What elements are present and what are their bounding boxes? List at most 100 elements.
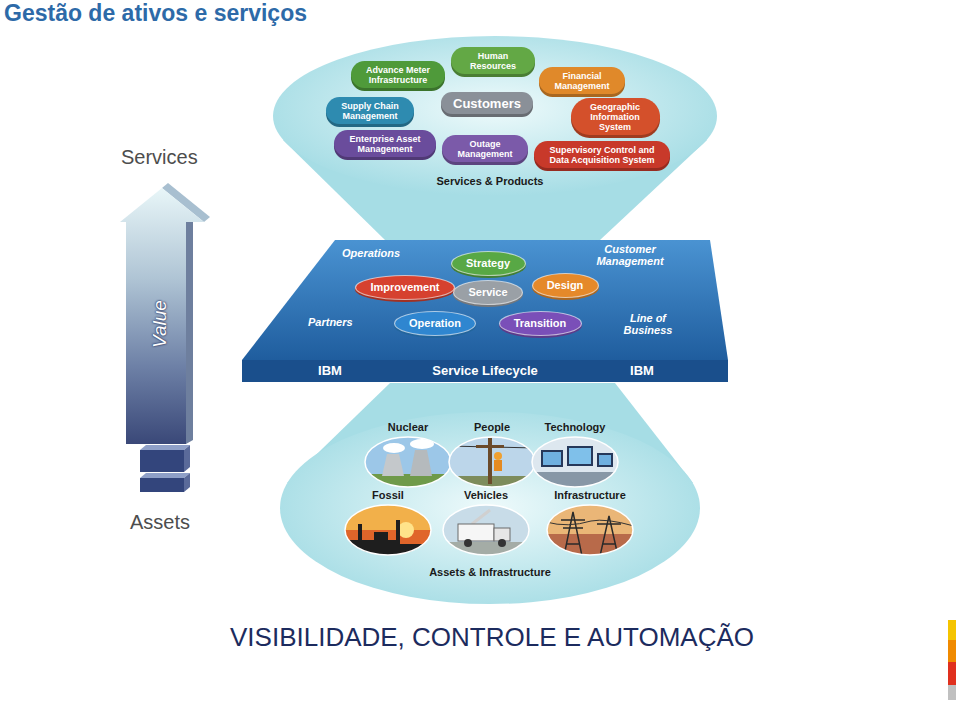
piece-body — [454, 280, 523, 304]
tile-picture-part — [364, 436, 452, 488]
tile-picture-part — [597, 453, 613, 467]
tile-picture-border — [365, 437, 451, 487]
asset-tile: Vehicles — [438, 488, 534, 556]
bubble-body — [442, 135, 528, 162]
tile-picture-part — [599, 455, 611, 465]
tile-picture-part — [398, 522, 414, 538]
tile-picture-part — [488, 438, 492, 484]
tile-picture-part — [546, 534, 634, 556]
asset-tile: Nuclear — [360, 420, 456, 488]
tile-picture-part — [472, 510, 490, 524]
lifecycle-piece: Operation — [394, 310, 476, 337]
lifecycle-piece: Strategy — [451, 250, 526, 277]
platform-label: Partners — [308, 316, 353, 328]
node-text: Supervisory Control and Data Acquisition… — [548, 146, 656, 165]
arrow-head — [120, 188, 204, 222]
node-text: Financial Management — [553, 72, 611, 91]
tile-picture-part — [442, 504, 530, 556]
arrow-shaft — [126, 221, 186, 444]
service-bubble: Financial Management — [539, 67, 625, 97]
page-title: Gestão de ativos e serviços — [4, 0, 307, 28]
node-text: Nuclear — [360, 420, 456, 434]
bubble-body — [539, 67, 625, 94]
tile-picture-part — [498, 539, 506, 547]
node-text: Operation — [409, 317, 461, 329]
asset-tile: Infrastructure — [542, 488, 638, 556]
service-bubble: Supervisory Control and Data Acquisition… — [534, 141, 670, 171]
bubble-body — [534, 141, 670, 168]
tile-picture-part — [541, 450, 563, 467]
node-text: Technology — [527, 420, 623, 434]
asset-block — [140, 478, 184, 492]
piece-body — [395, 311, 476, 335]
bubble-body — [326, 97, 414, 124]
bubble-body — [334, 130, 436, 157]
platform-label: Operations — [342, 247, 400, 259]
tile-picture-part — [494, 460, 502, 471]
node-text: Human Resources — [465, 52, 521, 71]
node-text: Supply Chain Management — [340, 102, 400, 121]
tile-picture-part — [344, 520, 432, 556]
tile-picture-part — [567, 446, 593, 466]
bubble-body — [571, 98, 660, 135]
piece-body — [499, 311, 581, 335]
tile-picture-group — [364, 436, 452, 488]
region-fill — [273, 36, 717, 196]
tile-picture-part — [448, 446, 536, 448]
tile-picture-part — [383, 443, 405, 453]
tile-picture-border — [345, 505, 431, 555]
node-text: Service — [468, 286, 507, 298]
platform-label: Customer Management — [588, 243, 672, 267]
piece-body — [451, 251, 525, 275]
node-text: Outage Management — [456, 140, 514, 159]
node-text: Advance Meter Infrastructure — [365, 66, 431, 85]
tile-picture — [531, 436, 619, 488]
tile-picture-part — [344, 504, 432, 556]
tile-picture-part — [569, 448, 591, 464]
tile-picture — [344, 504, 432, 556]
asset-tile: People — [444, 420, 540, 488]
lifecycle-piece: Improvement — [355, 274, 455, 301]
asset-block-top — [140, 445, 190, 450]
node-text: Customers — [453, 97, 521, 111]
asset-tile: Technology — [527, 420, 623, 488]
service-bubble: Geographic Information System — [571, 98, 660, 138]
piece-body — [356, 275, 455, 299]
tile-picture-border — [449, 437, 535, 487]
service-bubble: Outage Management — [442, 135, 528, 165]
tile-picture — [546, 504, 634, 556]
tile-picture-part — [464, 539, 472, 547]
tile-picture-part — [476, 445, 504, 448]
node-text: People — [444, 420, 540, 434]
region-fill — [280, 412, 700, 604]
tile-picture-part — [531, 436, 619, 488]
asset-block-side — [184, 445, 190, 472]
bubble-body — [351, 61, 445, 88]
tile-picture-part — [382, 454, 404, 476]
axis-label: Value — [149, 284, 171, 364]
tile-picture — [442, 504, 530, 556]
service-bubble: Enterprise Asset Management — [334, 130, 436, 160]
service-bubble: Customers — [441, 92, 533, 117]
tile-picture-group — [442, 504, 530, 556]
node-text: Services & Products — [415, 175, 565, 187]
tile-picture-group — [448, 436, 536, 488]
node-text: Improvement — [370, 281, 439, 293]
lifecycle-piece: Service — [453, 279, 523, 306]
lifecycle-piece: Design — [532, 272, 599, 299]
node-text: IBM — [612, 363, 672, 379]
tile-picture-part — [364, 474, 452, 488]
node-text: Transition — [514, 317, 567, 329]
region-shape: Human ResourcesAdvance Meter Infrastruct… — [270, 30, 720, 242]
tile-picture-part — [543, 452, 561, 465]
node-text: Infrastructure — [542, 488, 638, 502]
node-text: Enterprise Asset Management — [348, 135, 422, 154]
tile-picture-border — [547, 505, 633, 555]
tile-picture-part — [448, 436, 536, 488]
region-fill — [242, 240, 728, 360]
accent-bar — [948, 640, 956, 662]
bubble-body — [441, 92, 533, 114]
tile-picture-part — [494, 452, 502, 460]
region-shape: NuclearPeopleTechnologyFossilVehiclesInf… — [275, 383, 705, 608]
node-text: Assets & Infrastructure — [415, 566, 565, 578]
